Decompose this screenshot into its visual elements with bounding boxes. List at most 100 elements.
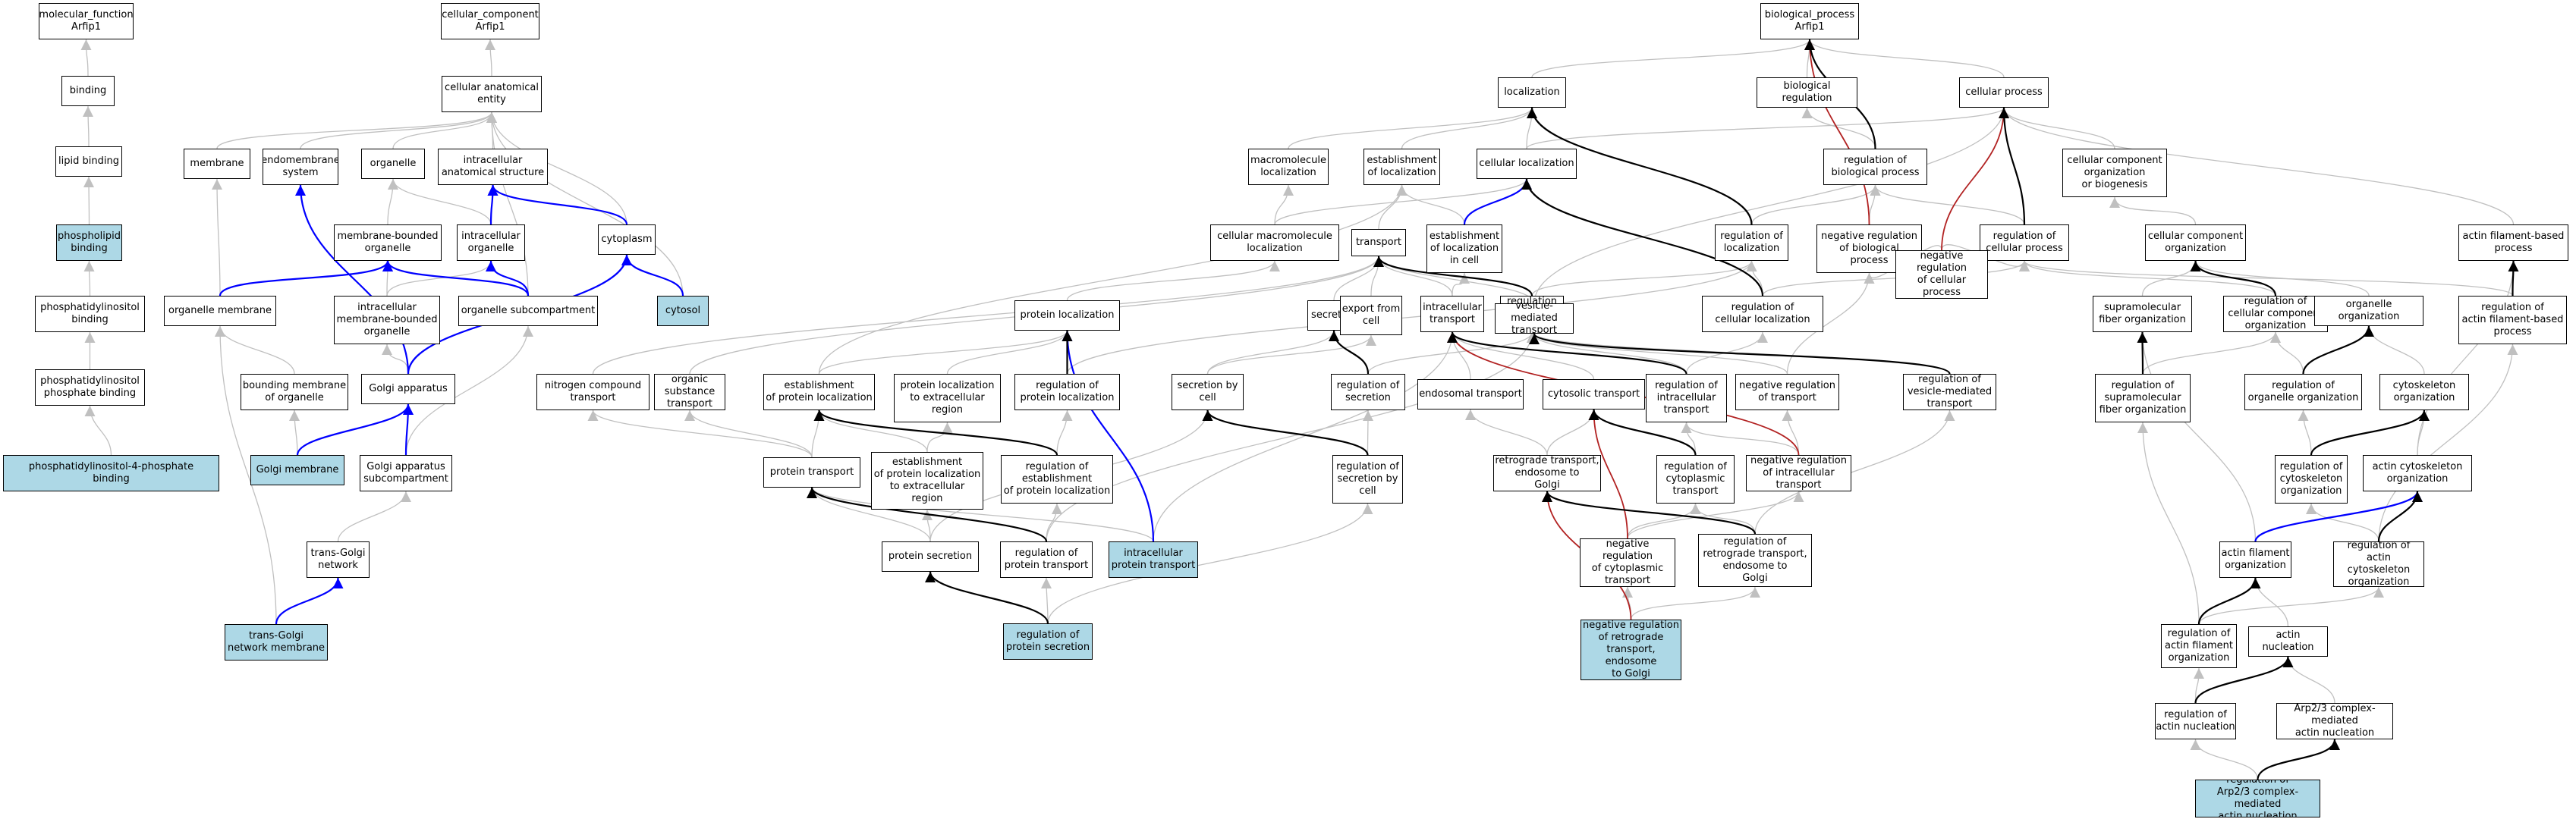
edge-gray — [1396, 184, 1465, 225]
go-term-node: endosomal transport — [1417, 379, 1524, 410]
edge-black — [1202, 410, 1369, 456]
edge-gray — [405, 325, 533, 456]
edge-gray — [2270, 331, 2304, 375]
edge-gray — [485, 39, 496, 77]
edge-blue — [296, 403, 414, 456]
edge-gray — [1066, 260, 1280, 301]
edge-gray — [1546, 409, 1599, 456]
edge-gray — [2298, 410, 2312, 456]
edge-gray — [1526, 107, 2009, 149]
go-term-node: intracellular transport — [1420, 296, 1484, 332]
go-term-node: negative regulation of cytoplasmic trans… — [1580, 538, 1675, 587]
edge-gray — [1066, 260, 1757, 375]
edge-gray — [382, 260, 393, 297]
go-term-node: membrane-bounded organelle — [334, 224, 442, 261]
edge-gray — [1754, 410, 1955, 535]
go-term-node: regulation of cytoplasmic transport — [1656, 455, 1735, 504]
edge-gray — [1288, 107, 1537, 149]
edge-gray — [388, 178, 492, 225]
edge-gray — [212, 178, 223, 297]
edge-black — [2377, 491, 2423, 542]
go-term-node: regulation of organelle organization — [2244, 374, 2362, 410]
go-term-node: negative regulation of intracellular tra… — [1746, 455, 1851, 491]
go-term-node: regulation of supramolecular fiber organ… — [2095, 374, 2191, 422]
edge-gray — [486, 111, 684, 297]
edge-gray — [1690, 503, 1756, 535]
edge-black — [2190, 260, 2277, 297]
go-term-node: regulation of Arp2/3 complex-mediated ac… — [2195, 780, 2320, 817]
edge-gray — [1367, 331, 1537, 375]
edge-gray — [1465, 409, 1548, 456]
go-term-node: protein secretion — [882, 541, 979, 572]
edge-gray — [1681, 422, 1800, 456]
go-term-node: negative regulation of transport — [1735, 374, 1839, 410]
edge-gray — [1630, 586, 1760, 620]
go-term-node: trans-Golgi network membrane — [225, 624, 328, 661]
edge-black — [813, 410, 1058, 456]
edge-gray — [1206, 334, 1376, 375]
go-term-node: macromolecule localization — [1248, 149, 1329, 185]
go-term-node: regulation of secretion — [1331, 374, 1405, 410]
edge-gray — [1041, 577, 1052, 624]
edge-black — [1999, 107, 2026, 225]
go-term-node: cytosolic transport — [1543, 379, 1645, 410]
go-term-node: regulation of localization — [1715, 224, 1788, 261]
go-term-node: supramolecular fiber organization — [2093, 296, 2192, 332]
edge-blue — [382, 260, 530, 297]
edge-gray — [1627, 491, 1804, 539]
go-term-node: regulation of actin filament-based proce… — [2458, 296, 2567, 344]
go-term-node: actin nucleation — [2248, 626, 2328, 657]
edge-gray — [1533, 107, 2009, 304]
edge-gray — [1762, 260, 2030, 297]
go-term-node: phosphatidylinositol binding — [35, 296, 145, 332]
go-term-node: phosphatidylinositol-4-phosphate binding — [3, 455, 219, 491]
edge-blue — [1062, 330, 1155, 542]
edge-gray — [1056, 410, 1073, 456]
edge-red — [1804, 39, 1870, 225]
edge-gray — [216, 111, 497, 149]
edge-gray — [1786, 272, 1875, 375]
edge-gray — [1153, 331, 1458, 542]
edge-blue — [621, 254, 684, 297]
go-term-node: intracellular organelle — [457, 224, 525, 261]
edge-gray — [1452, 272, 1470, 297]
edge-black — [2508, 260, 2519, 297]
edge-red — [1588, 409, 1628, 539]
go-term-node: cellular component organization or bioge… — [2062, 149, 2167, 197]
edge-black — [1373, 256, 1533, 297]
edge-gray — [2142, 331, 2281, 375]
edge-blue — [275, 577, 344, 625]
edge-gray — [2364, 325, 2425, 375]
go-term-node: molecular_function Arfip1 — [39, 3, 134, 39]
go-term-node: actin filament organization — [2219, 541, 2291, 578]
go-term-node: protein localization to extracellular re… — [894, 374, 1001, 422]
edge-gray — [807, 487, 1154, 542]
go-term-node: transport — [1351, 229, 1406, 256]
edge-gray — [2282, 656, 2335, 704]
edge-gray — [392, 111, 497, 149]
edge-gray — [1401, 107, 1537, 149]
go-term-node: regulation of secretion by cell — [1332, 455, 1403, 504]
go-term-node: Arp2/3 complex-mediated actin nucleation — [2276, 703, 2393, 739]
edge-black — [1542, 491, 1757, 535]
edge-gray — [486, 111, 627, 225]
go-term-node: actin filament-based process — [2458, 224, 2568, 261]
edge-gray — [684, 410, 813, 458]
edge-gray — [337, 491, 411, 542]
edge-blue — [295, 184, 410, 375]
go-term-node: regulation of cytoskeleton organization — [2275, 455, 2348, 504]
go-term-node: organelle organization — [2314, 296, 2423, 326]
go-term-node: regulation of cellular localization — [1702, 296, 1823, 332]
go-term-node: Golgi membrane — [250, 455, 344, 485]
edge-gray — [926, 422, 953, 453]
edge-gray — [1870, 184, 2025, 225]
go-term-node: cellular process — [1959, 77, 2049, 108]
go-term-node: localization — [1498, 77, 1566, 108]
go-term-node: membrane — [184, 149, 250, 179]
edge-gray — [1627, 503, 1701, 539]
go-term-node: phospholipid binding — [56, 224, 122, 261]
edge-gray — [300, 111, 497, 149]
edge-gray — [83, 105, 94, 147]
edge-black — [807, 487, 1048, 542]
edge-gray — [1362, 410, 1373, 456]
